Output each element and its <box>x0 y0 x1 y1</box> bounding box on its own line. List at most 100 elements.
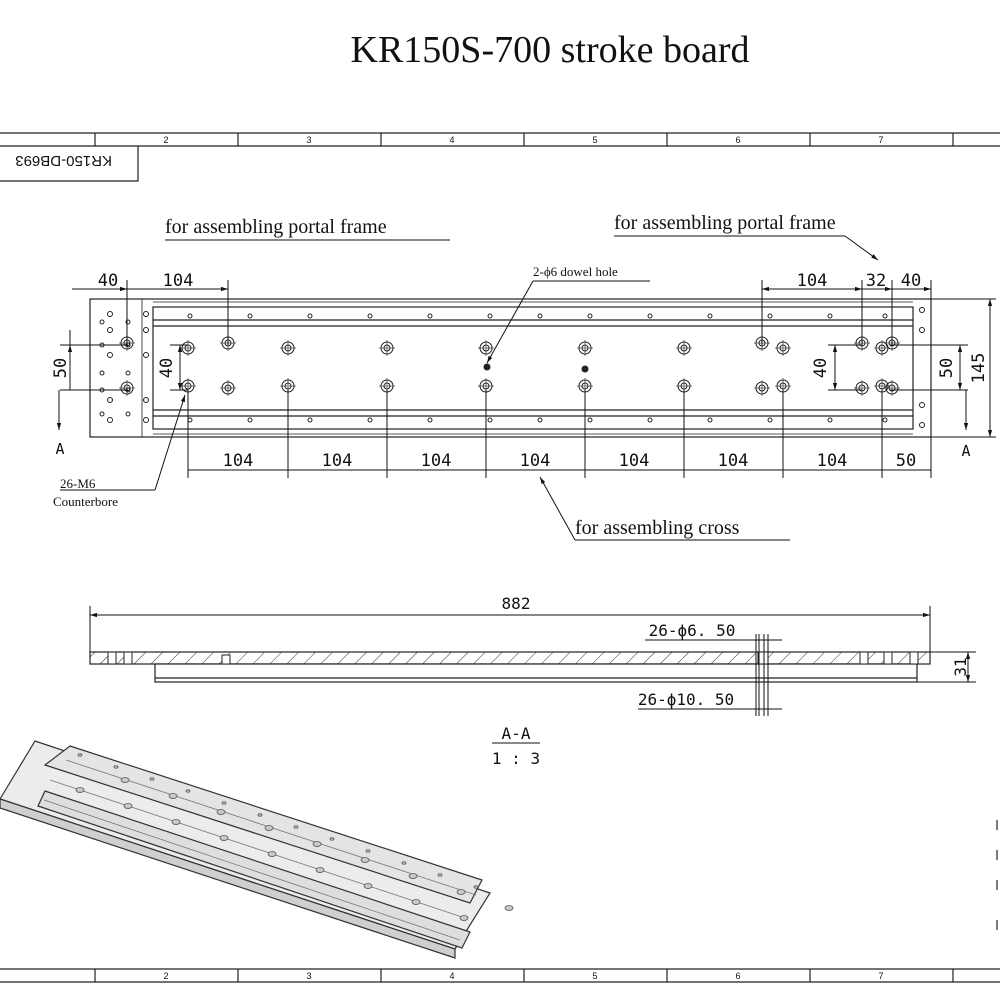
small-hole <box>707 417 713 423</box>
iso-hole <box>75 787 85 793</box>
small-hole <box>827 417 833 423</box>
section-mark-left: A <box>55 440 64 458</box>
counterbore-hole <box>220 380 236 396</box>
column-number: 5 <box>592 971 597 981</box>
iso-hole <box>264 825 274 831</box>
column-number: 6 <box>735 971 740 981</box>
dim-length: 882 <box>502 594 531 613</box>
small-hole <box>427 313 433 319</box>
small-hole <box>919 327 925 333</box>
counterbore-label: Counterbore <box>53 494 118 509</box>
dim-left-edge: 40 <box>98 271 118 291</box>
small-hole <box>107 417 113 423</box>
hole-pattern <box>99 307 925 428</box>
dim-pitch: 104 <box>619 451 650 471</box>
top-view <box>89 298 932 438</box>
small-hole <box>647 313 653 319</box>
small-hole <box>247 313 253 319</box>
small-hole <box>767 313 773 319</box>
small-hole <box>827 313 833 319</box>
dim-hole-large: 26-ϕ10. 50 <box>638 690 734 709</box>
small-hole <box>107 311 113 317</box>
small-hole <box>767 417 773 423</box>
portal-frame-label-left: for assembling portal frame <box>165 216 387 238</box>
iso-hole <box>437 873 443 877</box>
small-hole <box>919 422 925 428</box>
counterbore-hole <box>577 340 593 356</box>
column-number: 4 <box>449 135 454 145</box>
counterbore-hole <box>280 378 296 394</box>
dim-end: 50 <box>896 451 916 471</box>
small-hole <box>107 327 113 333</box>
iso-hole <box>123 803 133 809</box>
dim-right-small: 32 <box>866 271 886 291</box>
dim-pitch: 104 <box>817 451 848 471</box>
small-hole <box>143 397 149 403</box>
drawing-number: KR150-DB693 <box>15 152 112 169</box>
dim-left-height: 50 <box>51 358 71 378</box>
dim-pitch: 104 <box>421 451 452 471</box>
counterbore-hole <box>379 340 395 356</box>
iso-hole <box>473 885 479 889</box>
dowel-hole <box>483 363 491 371</box>
column-number: 6 <box>735 135 740 145</box>
section-mark-right: A <box>961 442 970 460</box>
counterbore-qty: 26-M6 <box>60 476 96 491</box>
iso-hole <box>408 873 418 879</box>
section-label: A-A <box>502 724 531 743</box>
small-hole <box>125 370 131 376</box>
iso-hole <box>401 861 407 865</box>
counterbore-hole <box>854 380 870 396</box>
small-hole <box>587 313 593 319</box>
column-number: 3 <box>306 971 311 981</box>
small-hole <box>125 411 131 417</box>
counterbore-hole <box>775 340 791 356</box>
column-number: 5 <box>592 135 597 145</box>
iso-hole <box>77 753 83 757</box>
small-hole <box>487 313 493 319</box>
small-hole <box>125 319 131 325</box>
small-hole <box>99 319 105 325</box>
portal-frame-label-right: for assembling portal frame <box>614 212 836 234</box>
leader-lines <box>60 235 879 541</box>
iso-hole <box>216 809 226 815</box>
iso-hole <box>312 841 322 847</box>
small-hole <box>99 411 105 417</box>
cross-label: for assembling cross <box>575 517 740 539</box>
iso-hole <box>168 793 178 799</box>
counterbore-hole <box>180 340 196 356</box>
small-hole <box>647 417 653 423</box>
small-hole <box>187 417 193 423</box>
iso-hole <box>257 813 263 817</box>
iso-hole <box>267 851 277 857</box>
section-dimension-lines <box>89 606 976 744</box>
section-view <box>89 651 931 683</box>
iso-hole <box>293 825 299 829</box>
column-number: 2 <box>163 135 168 145</box>
small-hole <box>143 352 149 358</box>
column-number: 2 <box>163 971 168 981</box>
column-numbers: 2 3 4 5 6 7 2 3 4 5 6 7 <box>163 135 883 981</box>
iso-hole <box>363 883 373 889</box>
dowel-hole <box>581 365 589 373</box>
iso-hole <box>171 819 181 825</box>
counterbore-hole <box>280 340 296 356</box>
dim-right-row: 40 <box>811 358 831 378</box>
iso-hole <box>456 889 466 895</box>
counterbore-hole <box>874 340 890 356</box>
counterbore-hole <box>676 340 692 356</box>
iso-hole <box>411 899 421 905</box>
small-hole <box>307 417 313 423</box>
iso-hole <box>120 777 130 783</box>
small-hole <box>307 313 313 319</box>
small-hole <box>367 313 373 319</box>
dim-total-height: 145 <box>969 353 989 384</box>
small-hole <box>427 417 433 423</box>
column-number: 7 <box>878 135 883 145</box>
iso-hole <box>221 801 227 805</box>
drawing-frame <box>0 132 1000 983</box>
column-number: 3 <box>306 135 311 145</box>
dowel-hole-label: 2-ϕ6 dowel hole <box>533 264 618 279</box>
small-hole <box>707 313 713 319</box>
page-title: KR150S-700 stroke board <box>350 29 750 71</box>
